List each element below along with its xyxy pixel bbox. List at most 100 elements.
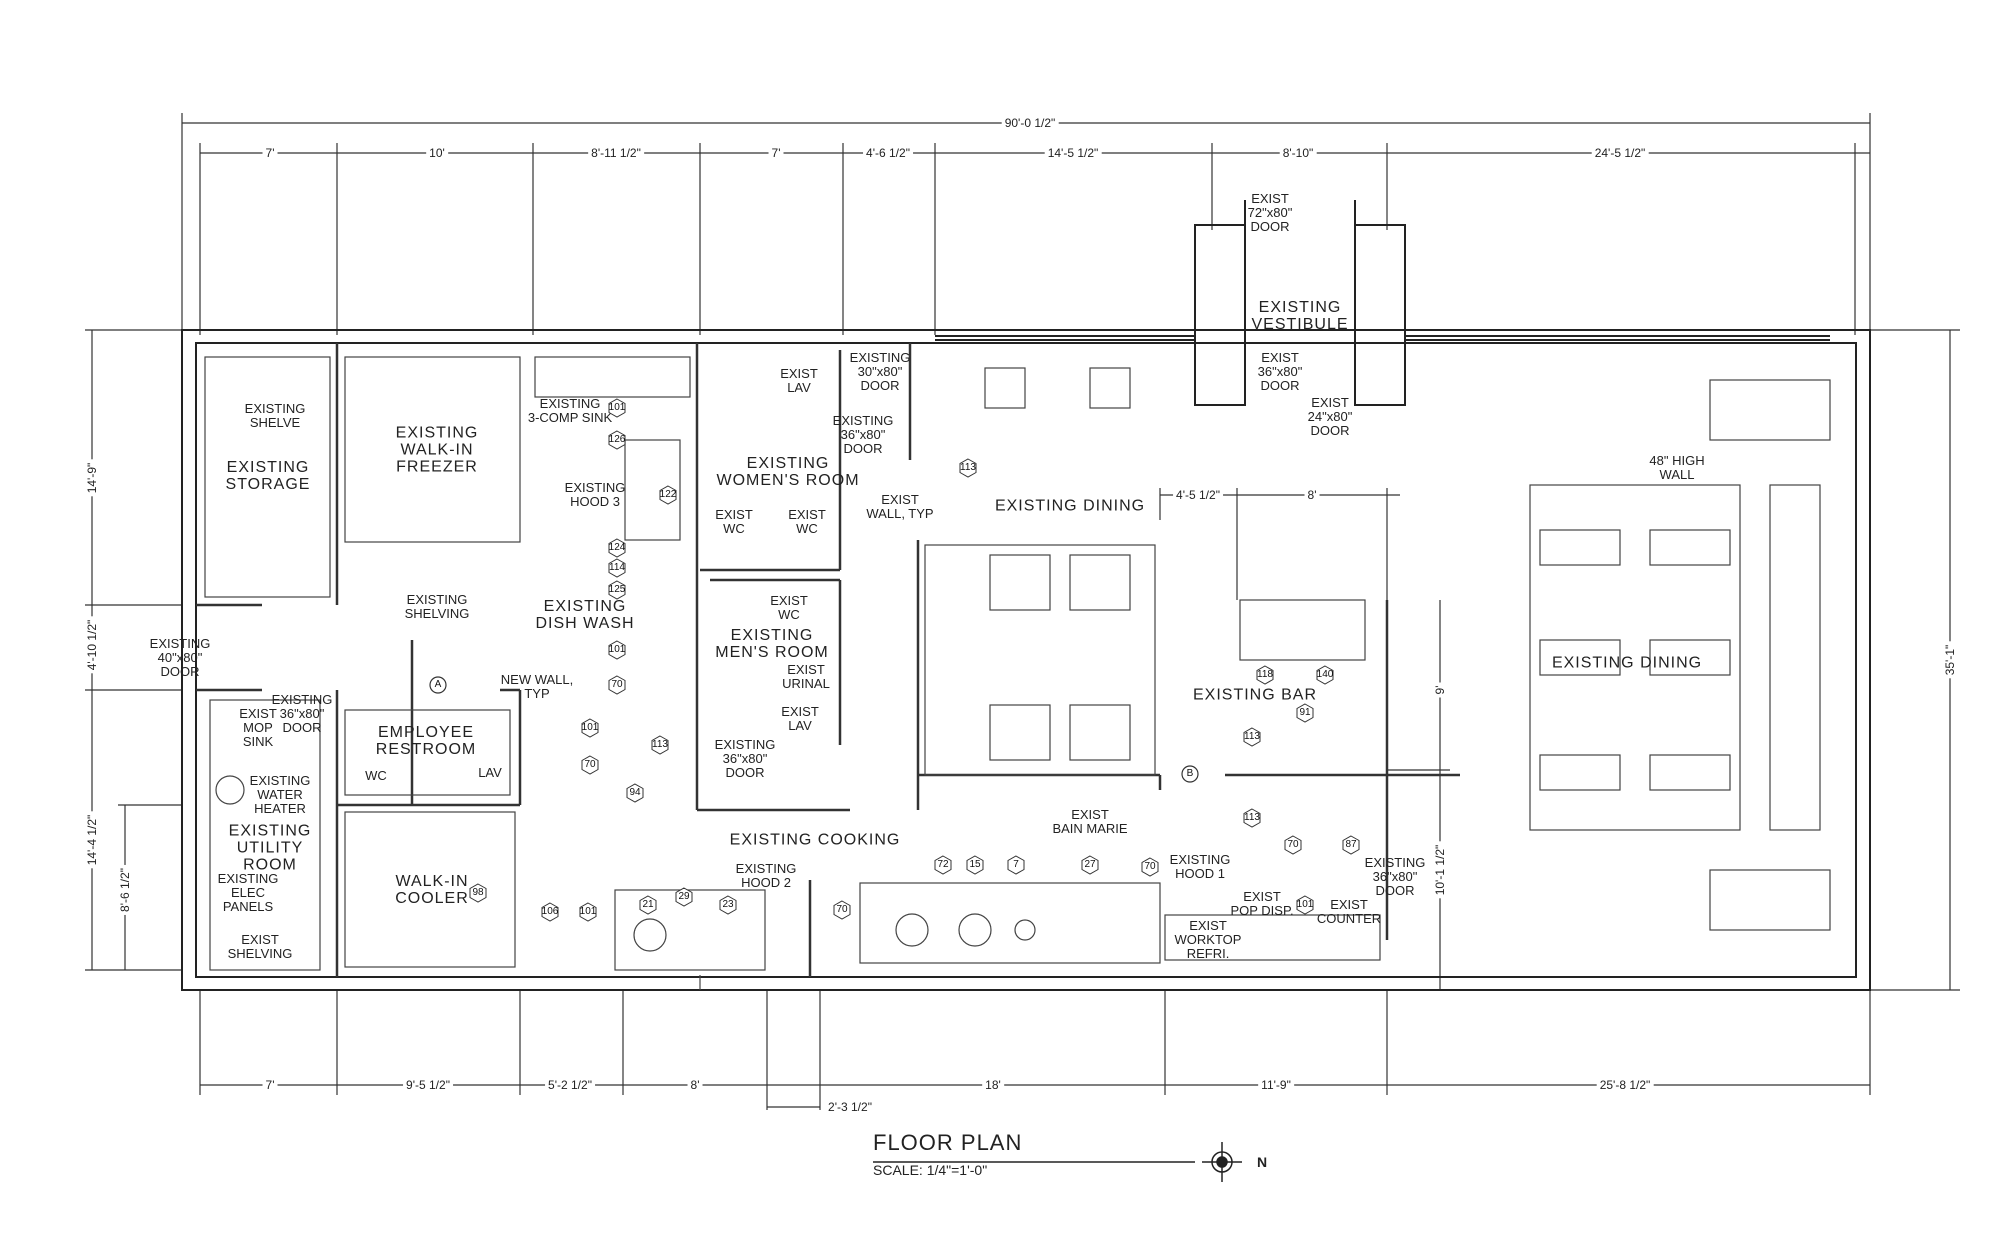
room-walk-in-cooler: WALK-IN COOLER xyxy=(395,873,469,907)
equip-tag-label: 70 xyxy=(1287,839,1299,850)
equip-tag-label: 29 xyxy=(678,891,690,902)
note-shelving-mid: EXISTING SHELVING xyxy=(404,592,470,621)
equip-tag-label: 101 xyxy=(608,644,626,655)
equip-tag: 101 xyxy=(578,902,598,922)
dim-top-4: 4'-6 1/2" xyxy=(863,146,913,160)
dim-top-5: 14'-5 1/2" xyxy=(1044,146,1102,160)
note-elec-panels: EXISTING ELEC PANELS xyxy=(217,871,279,914)
equip-tag-label: 23 xyxy=(722,899,734,910)
room-cooking: EXISTING COOKING xyxy=(729,831,901,849)
equip-tag: 140 xyxy=(1315,665,1335,685)
dim-right-1: 9' xyxy=(1433,682,1447,698)
note-door-30: EXISTING 30"x80" DOOR xyxy=(849,350,911,393)
equip-tag-label: 7 xyxy=(1013,859,1019,870)
equip-tag: 114 xyxy=(607,558,627,578)
dim-bottom-5: 11'-9" xyxy=(1258,1078,1294,1092)
note-door-36-womens: EXISTING 36"x80" DOOR xyxy=(832,413,894,456)
note-door-72: EXIST 72"x80" DOOR xyxy=(1247,191,1293,234)
equip-tag: 94 xyxy=(625,783,645,803)
dim-right-2: 10'-1 1/2" xyxy=(1433,841,1447,899)
room-utility: EXISTING UTILITY ROOM xyxy=(228,822,312,874)
equip-tag: 113 xyxy=(1242,727,1262,747)
dim-top-6: 8'-10" xyxy=(1279,146,1317,160)
equip-tag: 126 xyxy=(607,430,627,450)
equip-tag: 27 xyxy=(1080,855,1100,875)
equip-tag-label: 27 xyxy=(1084,859,1096,870)
note-lav-employee: LAV xyxy=(478,765,502,780)
equip-tag: 87 xyxy=(1341,835,1361,855)
note-worktop: EXIST WORKTOP REFRI. xyxy=(1174,918,1242,961)
equip-tag-label: 91 xyxy=(1299,707,1311,718)
equip-tag-label: 140 xyxy=(1316,669,1334,680)
section-mark-a: A xyxy=(428,675,448,695)
section-mark-b: B xyxy=(1180,764,1200,784)
equip-tag-label: 113 xyxy=(960,462,976,473)
equip-tag-label: 70 xyxy=(1144,861,1156,872)
room-employee-restroom: EMPLOYEE RESTROOM xyxy=(375,724,477,758)
note-wc-w2: EXIST WC xyxy=(788,507,826,536)
dim-bottom-extra: 2'-3 1/2" xyxy=(825,1100,875,1114)
room-mens: EXISTING MEN'S ROOM xyxy=(715,627,829,661)
dim-bottom-2: 5'-2 1/2" xyxy=(545,1078,595,1092)
room-dining-center: EXISTING DINING xyxy=(994,497,1146,515)
equip-tag-label: 122 xyxy=(659,489,677,500)
note-wc-w1: EXIST WC xyxy=(715,507,753,536)
section-mark-b-label: B xyxy=(1186,768,1194,779)
equip-tag: 101 xyxy=(607,398,627,418)
equip-tag: 29 xyxy=(674,887,694,907)
equip-tag: 21 xyxy=(638,895,658,915)
dim-left-2: 14'-4 1/2" xyxy=(85,811,99,869)
note-door-36-vest: EXIST 36"x80" DOOR xyxy=(1257,350,1303,393)
dim-left-0: 14'-9" xyxy=(85,459,99,497)
room-storage: EXISTING STORAGE xyxy=(225,459,311,493)
note-wc-employee: WC xyxy=(365,768,387,783)
equip-tag: 23 xyxy=(718,895,738,915)
dim-bar-top-0: 4'-5 1/2" xyxy=(1173,488,1223,502)
equip-tag: 72 xyxy=(933,855,953,875)
equip-tag: 101 xyxy=(580,718,600,738)
equip-tag: 106 xyxy=(540,902,560,922)
dim-top-7: 24'-5 1/2" xyxy=(1591,146,1649,160)
equip-tag: 113 xyxy=(1242,808,1262,828)
dim-bar-top-1: 8' xyxy=(1304,488,1320,502)
dim-bottom-1: 9'-5 1/2" xyxy=(403,1078,453,1092)
note-door-40: EXISTING 40"x80" DOOR xyxy=(149,636,211,679)
equip-tag-label: 15 xyxy=(969,859,981,870)
room-vestibule: EXISTING VESTIBULE xyxy=(1251,299,1349,333)
equip-tag: 7 xyxy=(1006,855,1026,875)
note-door-36-bar: EXISTING 36"x80" DOOR xyxy=(1364,855,1426,898)
equip-tag-label: 101 xyxy=(581,722,599,733)
equip-tag-label: 118 xyxy=(1257,669,1273,680)
room-bar: EXISTING BAR xyxy=(1192,686,1318,704)
dim-bottom-0: 7' xyxy=(262,1078,278,1092)
note-lav-mens: EXIST LAV xyxy=(781,704,819,733)
north-label: N xyxy=(1256,1154,1268,1170)
equip-tag: 70 xyxy=(1140,857,1160,877)
equip-tag-label: 113 xyxy=(652,739,668,750)
dim-top-1: 10' xyxy=(426,146,448,160)
equip-tag-label: 113 xyxy=(1244,812,1260,823)
plan-scale: SCALE: 1/4"=1'-0" xyxy=(873,1162,988,1178)
note-hood1: EXISTING HOOD 1 xyxy=(1169,852,1231,881)
dim-right-0: 35'-1" xyxy=(1943,641,1957,679)
equip-tag: 15 xyxy=(965,855,985,875)
room-womens: EXISTING WOMEN'S ROOM xyxy=(716,455,860,489)
equip-tag-label: 101 xyxy=(1296,899,1314,910)
dim-bottom-3: 8' xyxy=(687,1078,703,1092)
note-wc-mens: EXIST WC xyxy=(770,593,808,622)
dim-left-1: 4'-10 1/2" xyxy=(85,616,99,674)
note-hood2: EXISTING HOOD 2 xyxy=(735,861,797,890)
equip-tag: 118 xyxy=(1255,665,1275,685)
note-water-heater: EXISTING WATER HEATER xyxy=(249,773,311,816)
dim-bottom-4: 18' xyxy=(982,1078,1004,1092)
equip-tag: 70 xyxy=(580,755,600,775)
room-freezer: EXISTING WALK-IN FREEZER xyxy=(395,424,479,476)
equip-tag-label: 72 xyxy=(937,859,949,870)
dim-top-3: 7' xyxy=(768,146,784,160)
equip-tag: 101 xyxy=(607,640,627,660)
note-exist-shelving: EXIST SHELVING xyxy=(227,932,293,961)
equip-tag: 113 xyxy=(650,735,670,755)
note-door-36-mens: EXISTING 36"x80" DOOR xyxy=(714,737,776,780)
equip-tag-label: 70 xyxy=(836,904,848,915)
equip-tag-label: 87 xyxy=(1345,839,1357,850)
